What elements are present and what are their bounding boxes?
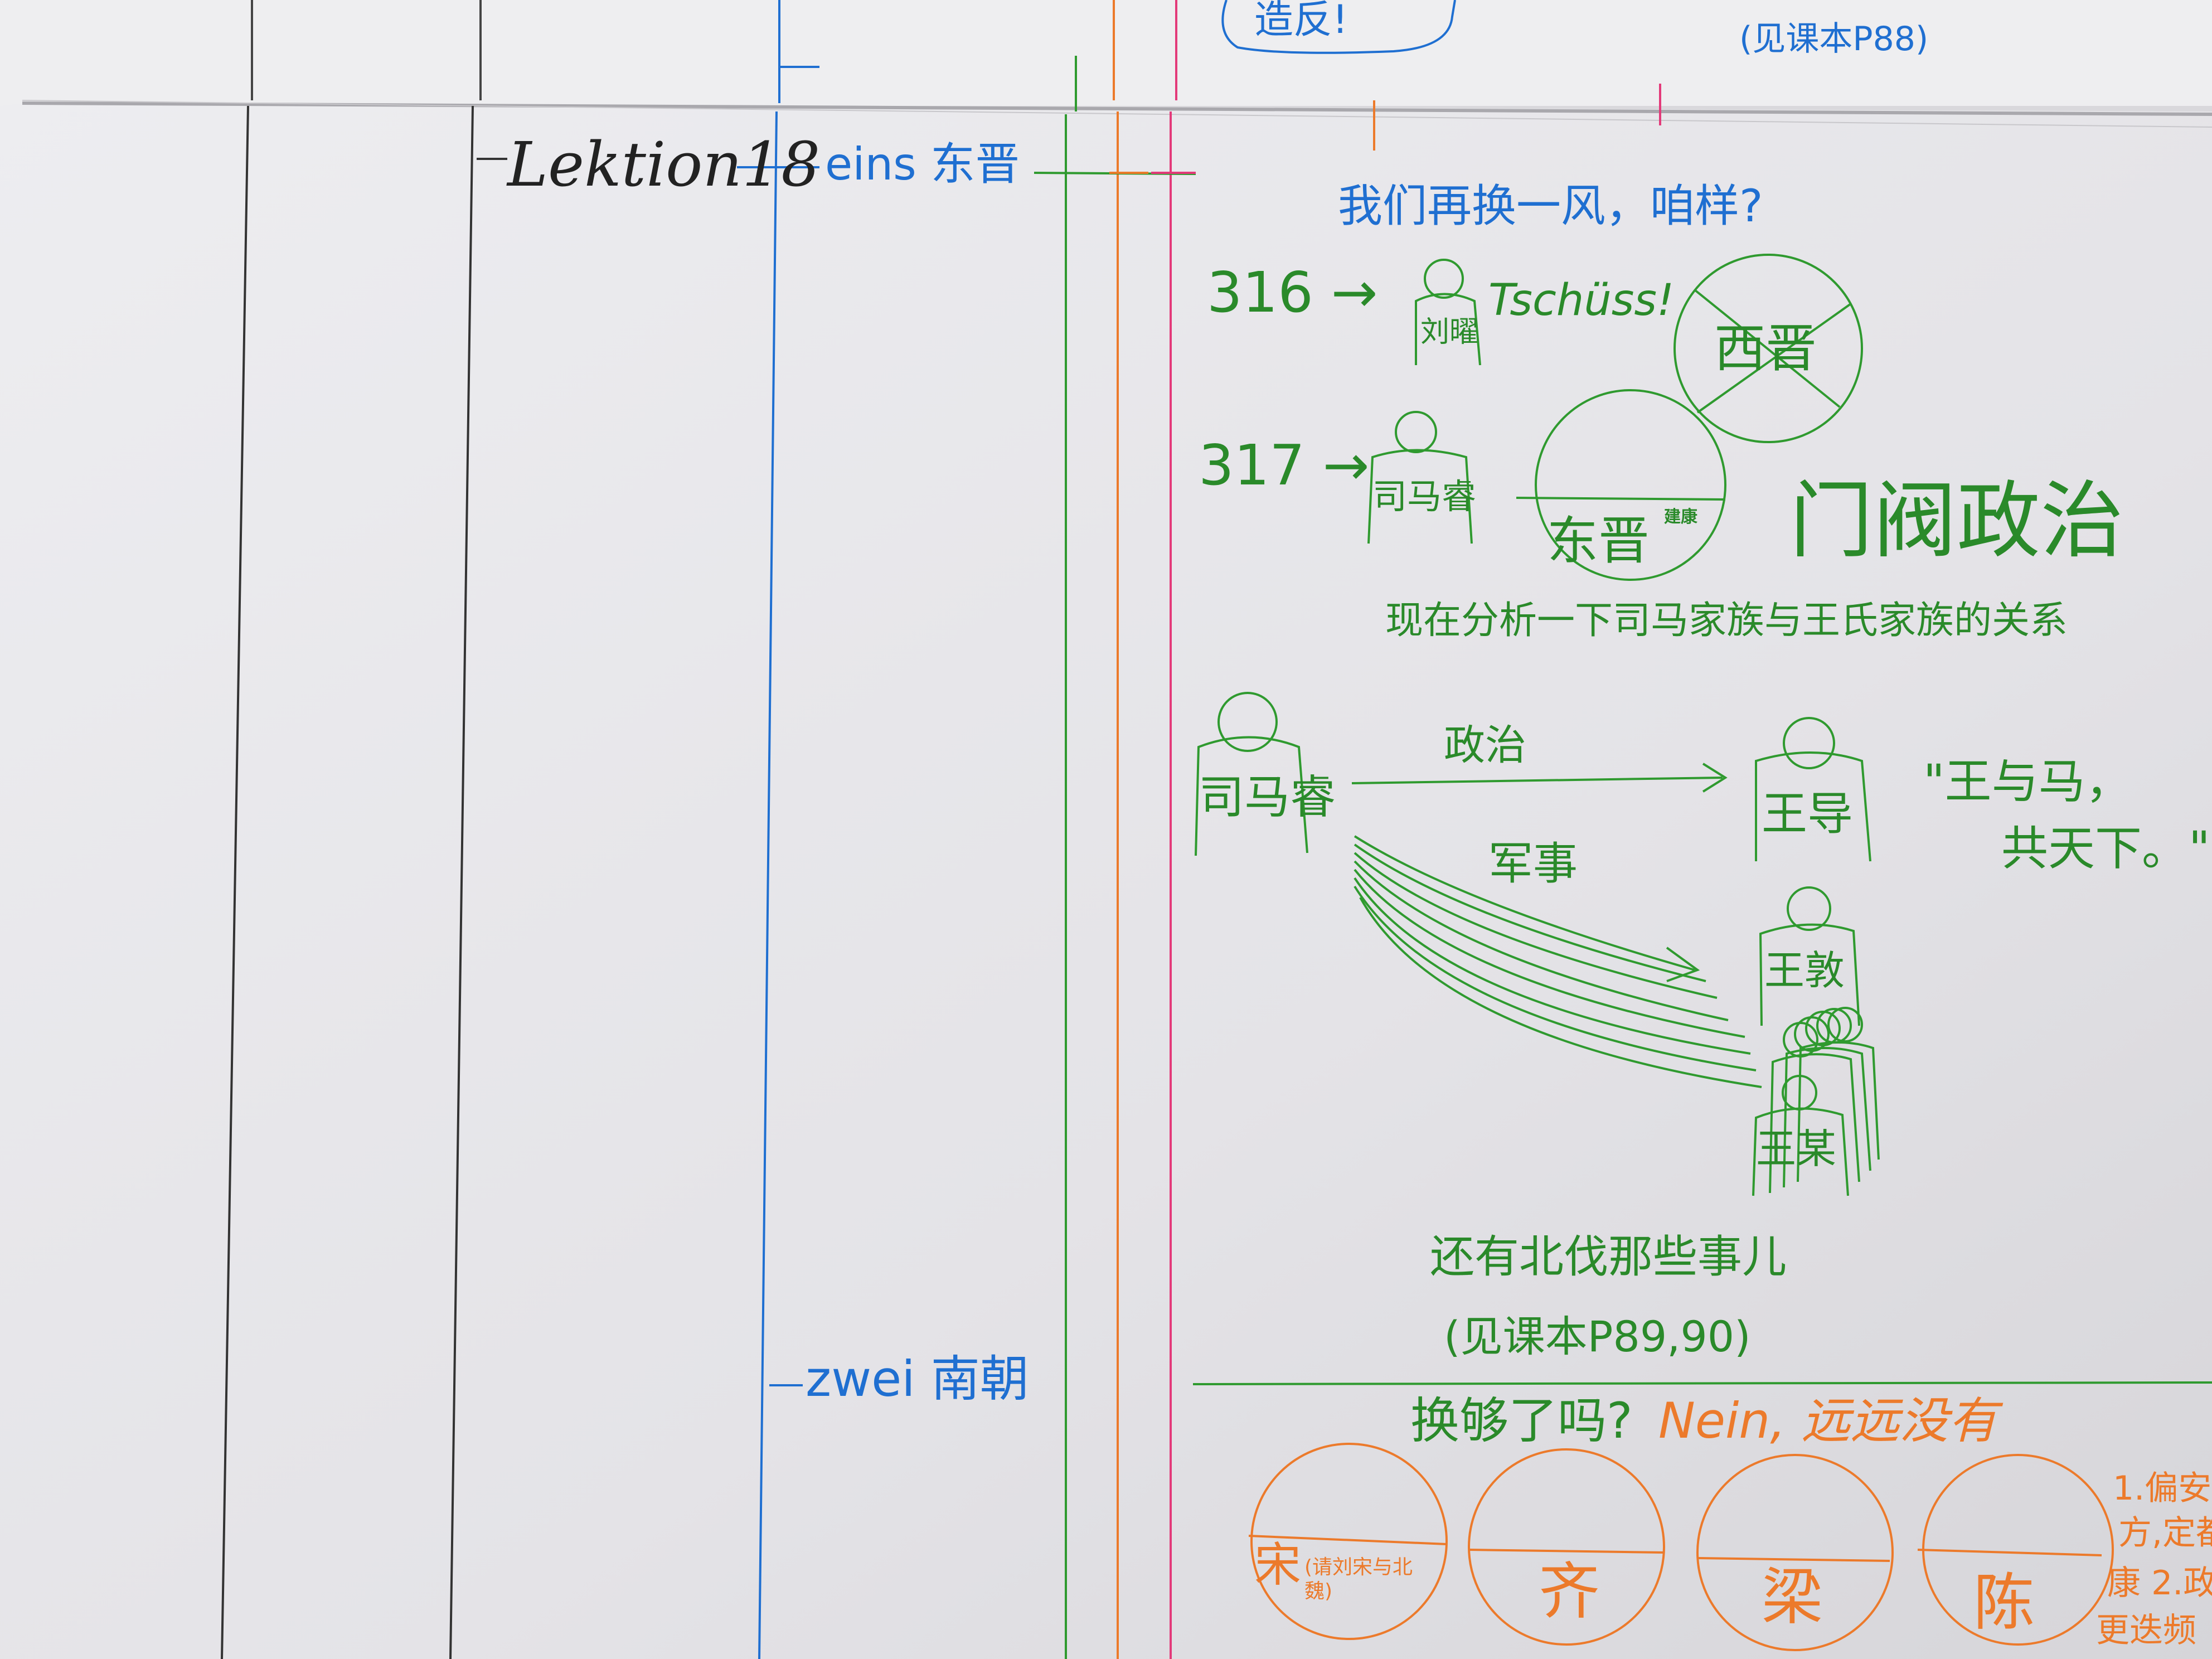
side-note-3: 康 2.政 bbox=[2107, 1564, 2212, 1603]
person-316-body bbox=[1415, 293, 1481, 366]
year-316: 316 → bbox=[1207, 260, 1378, 325]
wangdao-label: 王导 bbox=[1762, 788, 1854, 841]
eastern-jin-label: 东晋 bbox=[1547, 511, 1650, 571]
liang-label: 梁 bbox=[1762, 1561, 1823, 1633]
qi-label: 齐 bbox=[1539, 1556, 1600, 1627]
farewell-text: Tschüss! bbox=[1488, 275, 1675, 326]
question-text: 我们再换一风，咱样? bbox=[1338, 180, 1763, 232]
person-317-label: 司马睿 bbox=[1372, 476, 1477, 517]
section-zwei: zwei 南朝 bbox=[806, 1350, 1029, 1408]
politics-label: 政治 bbox=[1444, 721, 1526, 769]
lesson-title: Lektion18 bbox=[507, 129, 821, 200]
wangdao-body bbox=[1755, 751, 1871, 862]
song-note: (请刘宋与北魏) bbox=[1304, 1556, 1413, 1603]
menfa-text: 门阀政治 bbox=[1789, 473, 2124, 570]
military-label: 军事 bbox=[1488, 838, 1578, 890]
wang-stack bbox=[1752, 1007, 1880, 1196]
song-circle bbox=[1250, 1443, 1448, 1640]
military-arrows bbox=[1354, 835, 1762, 1088]
person-316-label: 刘曜 bbox=[1420, 316, 1479, 349]
sima-label: 司马睿 bbox=[1199, 771, 1336, 824]
quote-line1: "王与马， bbox=[1923, 754, 2132, 809]
side-note-2: 方,定都 bbox=[2118, 1514, 2212, 1553]
wangmou-label: 王某 bbox=[1756, 1126, 1837, 1172]
western-jin-circle bbox=[1673, 254, 1863, 443]
textbook-ref-2: (见课本P89,90) bbox=[1444, 1312, 1751, 1361]
person-316-head bbox=[1424, 259, 1464, 299]
section-eins: eins 东晋 bbox=[825, 138, 1020, 190]
year-317: 317 → bbox=[1199, 433, 1370, 498]
textbook-ref-top: (见课本P88) bbox=[1739, 20, 1929, 59]
enough-question: 换够了吗? bbox=[1410, 1392, 1633, 1449]
side-note-1: 1.偏安 bbox=[2113, 1469, 2212, 1508]
sima-body bbox=[1195, 736, 1308, 856]
wangdao-head bbox=[1783, 717, 1835, 769]
side-note-4: 更迭频 bbox=[2096, 1611, 2196, 1650]
jiankang-label: 建康 bbox=[1664, 507, 1697, 527]
western-jin-label: 西晋 bbox=[1714, 319, 1817, 379]
chen-label: 陈 bbox=[1973, 1567, 2035, 1638]
northern-expedition-text: 还有北伐那些事儿 bbox=[1430, 1231, 1787, 1283]
wangdun-label: 王敦 bbox=[1764, 947, 1845, 994]
politics-arrow bbox=[1351, 777, 1723, 784]
qi-circle bbox=[1468, 1448, 1665, 1646]
wangdun-head bbox=[1787, 886, 1831, 931]
eastern-jin-circle bbox=[1535, 389, 1726, 581]
song-label: 宋 bbox=[1254, 1537, 1302, 1592]
bubble-text: 造反! bbox=[1254, 0, 1348, 42]
analysis-text: 现在分析一下司马家族与王氏家族的关系 bbox=[1385, 599, 2068, 643]
liang-circle bbox=[1696, 1454, 1894, 1651]
person-317-head bbox=[1395, 411, 1437, 453]
quote-line2: 共天下。" bbox=[2001, 821, 2210, 876]
person-317-body bbox=[1367, 449, 1473, 544]
wangdun-body bbox=[1759, 923, 1860, 1026]
sima-head bbox=[1217, 692, 1278, 752]
nein-answer: Nein, 远远没有 bbox=[1658, 1392, 1998, 1449]
